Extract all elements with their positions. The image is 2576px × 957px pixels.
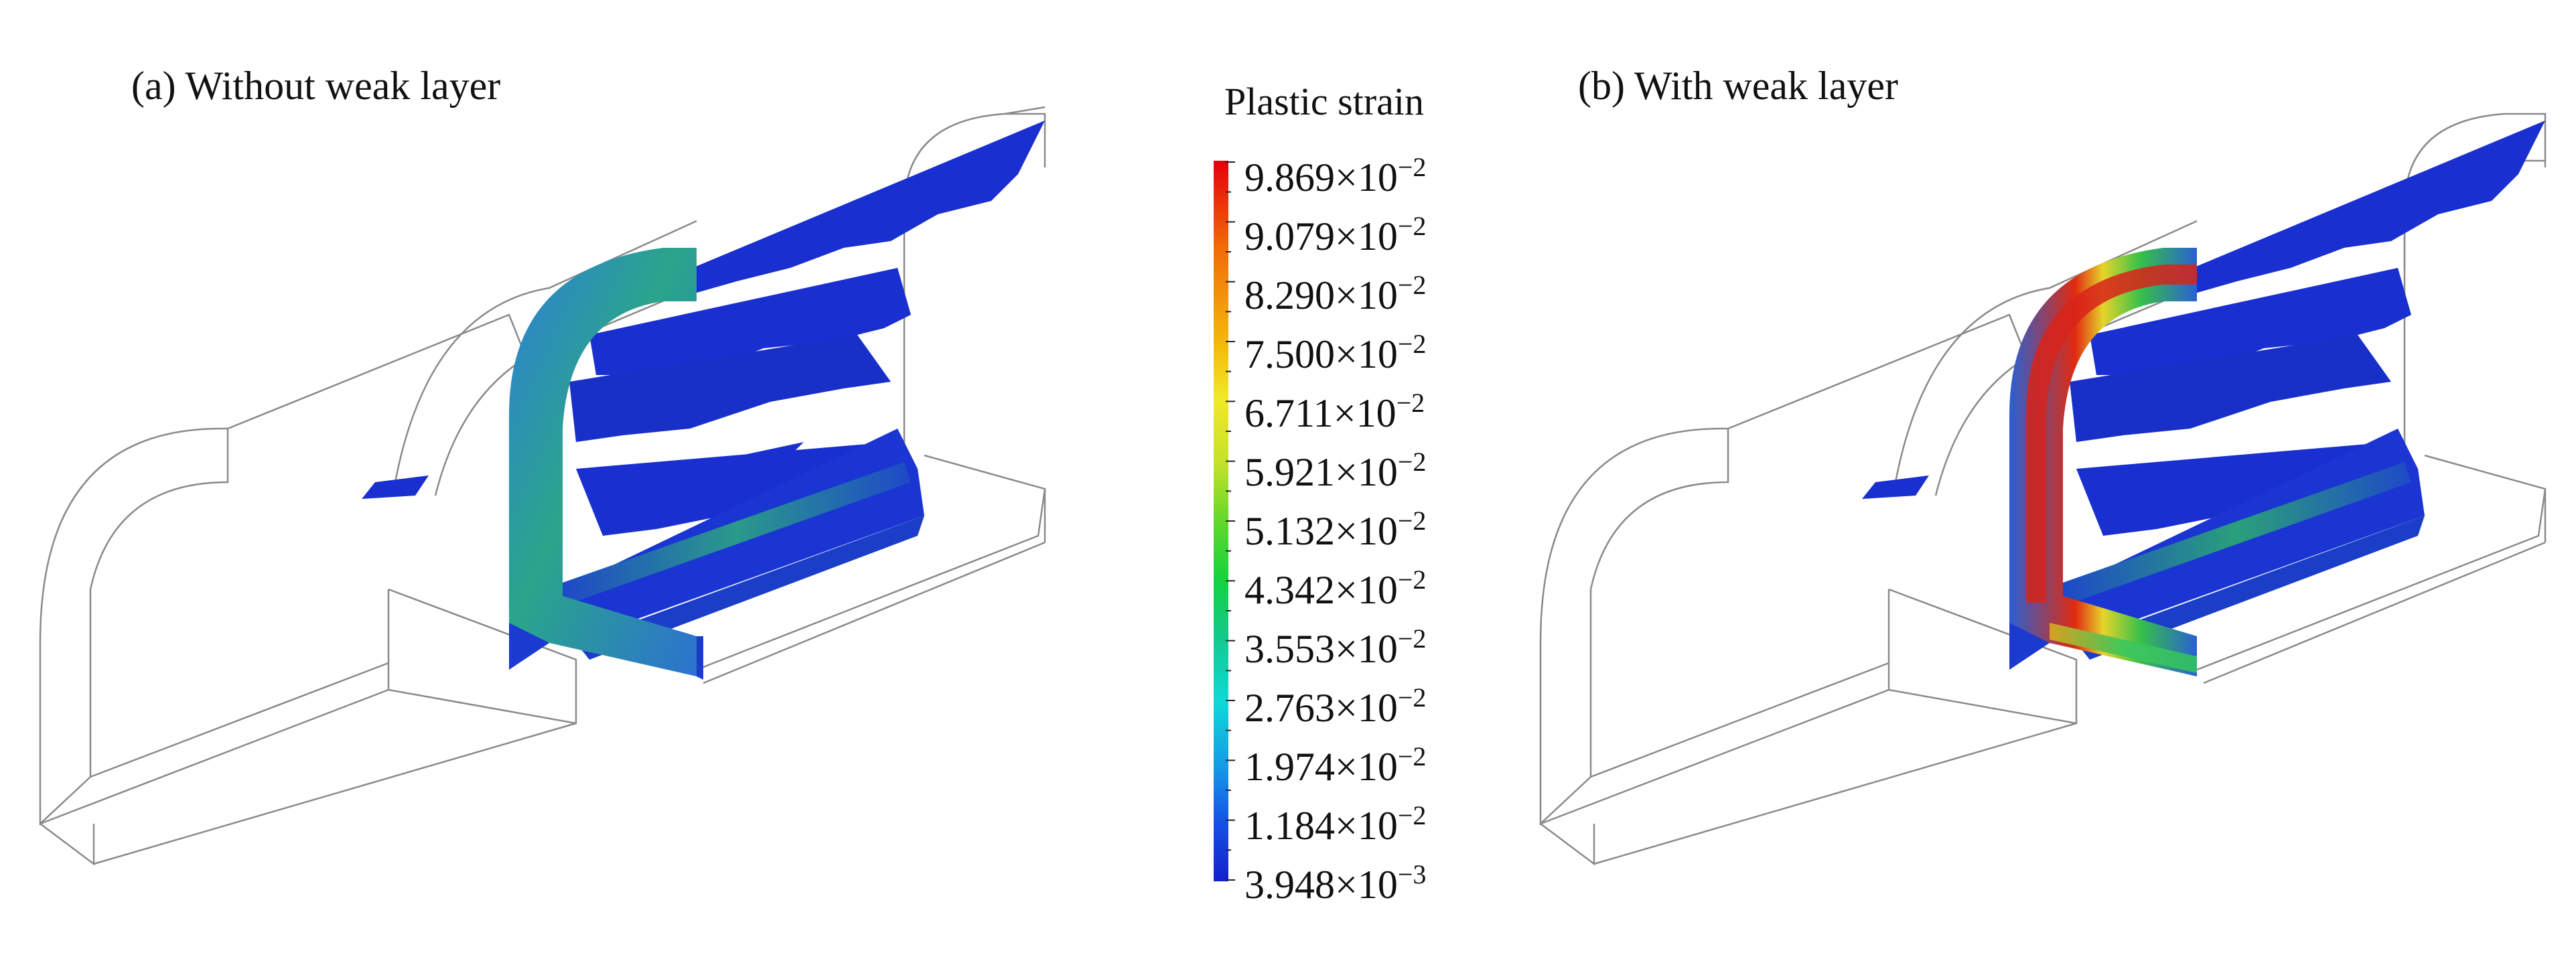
colorbar-label-mantissa: 7.500 (1244, 332, 1335, 376)
times-symbol: ×10 (1335, 214, 1398, 259)
times-symbol: ×10 (1335, 273, 1398, 317)
panel-without-weak-layer: (a) Without weak layer (0, 0, 1152, 957)
times-symbol: ×10 (1335, 804, 1398, 848)
colorbar-label-exponent: −2 (1397, 270, 1427, 300)
colorbar-label-exponent: −2 (1397, 565, 1427, 595)
panel-with-weak-layer: (b) With weak layer (1527, 0, 2576, 957)
tunnel-lining (509, 248, 703, 680)
wireframe-outline (39, 106, 1046, 866)
colorbar-label-mantissa: 5.132 (1244, 509, 1335, 553)
times-symbol: ×10 (1335, 686, 1398, 730)
colorbar-label: 9.869×10−2 (1244, 154, 1426, 198)
panel-title: (b) With weak layer (1578, 64, 1898, 108)
colorbar-title: Plastic strain (1224, 80, 1425, 123)
colorbar-label-exponent: −2 (1397, 741, 1427, 771)
times-symbol: ×10 (1335, 332, 1398, 376)
tunnel-model-3d (1539, 113, 2547, 866)
colorbar-label: 1.184×10−2 (1244, 802, 1426, 846)
times-symbol: ×10 (1335, 450, 1398, 494)
colorbar-ticks (1226, 161, 1235, 881)
colorbar-label-exponent: −2 (1397, 623, 1427, 654)
colorbar-label-exponent: −2 (1397, 211, 1427, 241)
colorbar-label-mantissa: 3.948 (1244, 863, 1335, 907)
colorbar-label-mantissa: 4.342 (1244, 568, 1335, 612)
tunnel-lining (2009, 248, 2197, 676)
colorbar-label-mantissa: 6.711 (1244, 391, 1334, 435)
colorbar-label: 5.921×10−2 (1244, 447, 1427, 494)
colorbar-label: 9.079×10−2 (1244, 211, 1427, 259)
colorbar-label: 7.500×10−2 (1244, 329, 1427, 376)
colorbar-label: 6.711×10−2 (1244, 388, 1425, 435)
colorbar-label-exponent: −2 (1397, 447, 1427, 477)
times-symbol: ×10 (1335, 745, 1398, 789)
colorbar-label-exponent: −2 (1396, 388, 1425, 418)
colorbar-label-mantissa: 8.290 (1244, 273, 1335, 317)
colorbar-label: 8.290×10−2 (1244, 270, 1427, 317)
colorbar-label: 1.974×10−2 (1244, 741, 1427, 789)
plastic-zones (1862, 121, 2545, 660)
colorbar-label-mantissa: 3.553 (1244, 627, 1335, 671)
colorbar-label-mantissa: 5.921 (1244, 450, 1335, 494)
times-symbol: ×10 (1335, 509, 1398, 553)
times-symbol: ×10 (1335, 627, 1398, 671)
colorbar-label-exponent: −2 (1397, 682, 1427, 713)
colorbar-label-mantissa: 9.869 (1244, 155, 1335, 200)
colorbar-label-mantissa: 9.079 (1244, 214, 1335, 259)
colorbar-label: 5.132×10−2 (1244, 506, 1427, 553)
colorbar-label-mantissa: 1.184 (1244, 804, 1335, 848)
colorbar-label-exponent: −2 (1397, 152, 1427, 182)
times-symbol: ×10 (1335, 568, 1398, 612)
colorbar-label-mantissa: 2.763 (1244, 686, 1335, 730)
colorbar-label-mantissa: 1.974 (1244, 745, 1335, 789)
colorbar-label-exponent: −3 (1397, 859, 1427, 889)
panel-title: (a) Without weak layer (131, 64, 501, 108)
times-symbol: ×10 (1335, 155, 1398, 200)
colorbar-label: 3.948×10−3 (1244, 861, 1426, 905)
colorbar-label-exponent: −2 (1397, 329, 1427, 359)
times-symbol: ×10 (1335, 863, 1398, 907)
colorbar-label: 3.553×10−2 (1244, 623, 1427, 671)
colorbar-label-exponent: −2 (1397, 800, 1427, 830)
colorbar-label: 4.342×10−2 (1244, 565, 1427, 612)
colorbar-label-exponent: −2 (1397, 506, 1427, 536)
colorbar-gradient (1214, 161, 1228, 881)
times-symbol: ×10 (1333, 391, 1397, 435)
plastic-zones (362, 121, 1045, 660)
colorbar-label: 2.763×10−2 (1244, 682, 1427, 730)
tunnel-model-3d (39, 106, 1046, 866)
